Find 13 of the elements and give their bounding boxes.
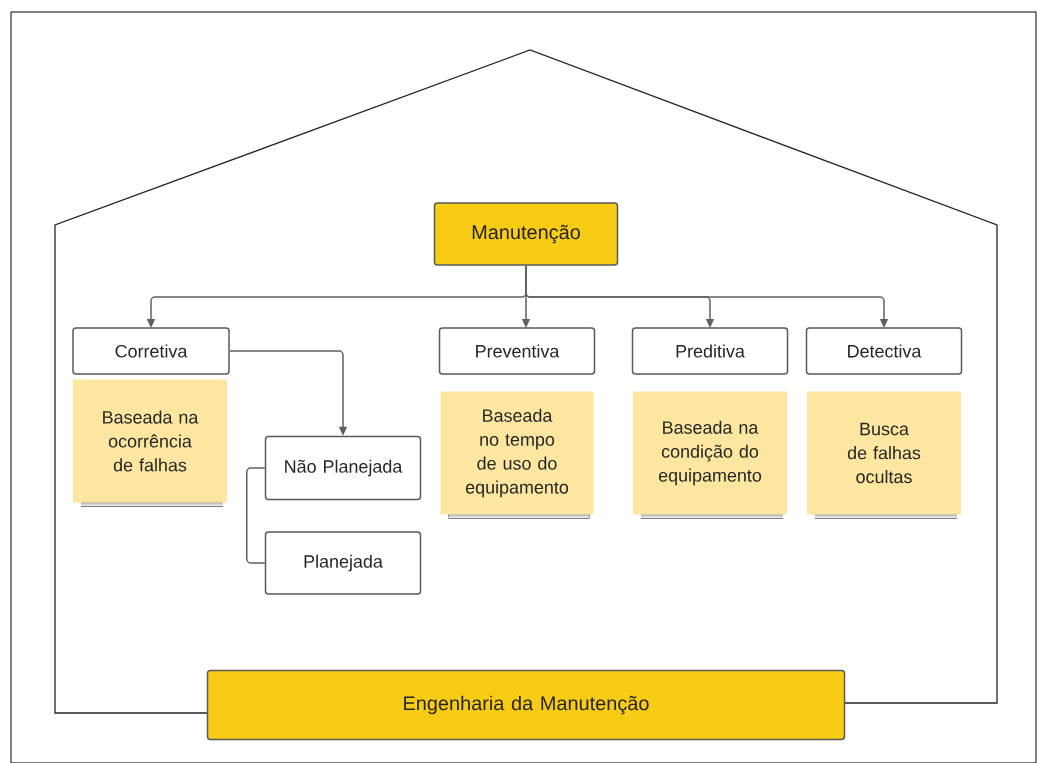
sticky-note: Baseada na condição do equipamento — [633, 391, 787, 519]
category-box: Corretiva — [72, 327, 230, 375]
sticky-note: Baseada na ocorrência de falhas — [73, 379, 227, 507]
foundation-box: Engenharia da Manutenção — [206, 669, 846, 741]
sticky-note: Busca de falhas ocultas — [807, 391, 961, 519]
sticky-note: Baseada no tempo de uso do equipamento — [440, 391, 594, 519]
category-box: Preditiva — [631, 327, 789, 375]
title-box: Manutenção — [433, 202, 619, 266]
category-box: Detectiva — [805, 327, 963, 375]
connector — [246, 467, 266, 564]
category-box: Não Planejada — [264, 435, 422, 501]
category-box: Preventiva — [438, 327, 596, 375]
category-box: Planejada — [264, 531, 422, 595]
